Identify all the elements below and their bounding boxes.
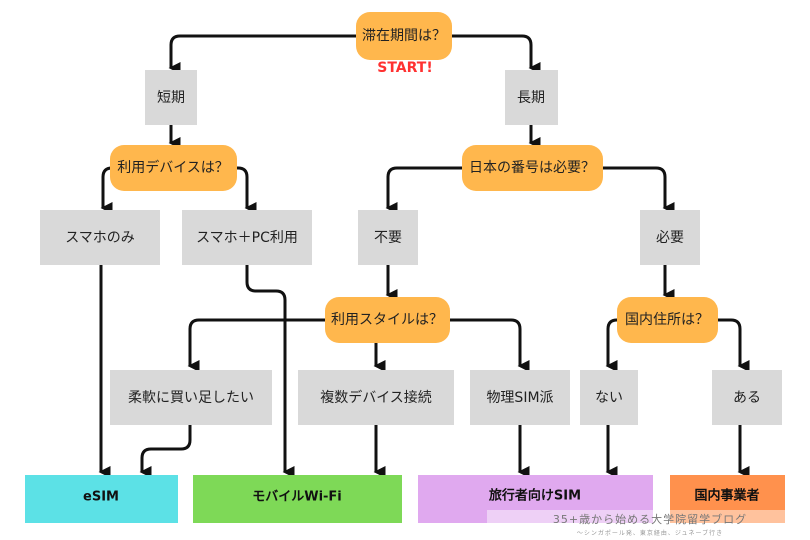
option-multi-device: 複数デバイス接続	[298, 370, 454, 425]
option-physical-sim-label: 物理SIM派	[486, 390, 553, 406]
question-style: 利用スタイルは？	[325, 297, 450, 343]
question-address: 国内住所は？	[617, 297, 718, 343]
result-travel-sim-label: 旅行者向けSIM	[489, 488, 581, 504]
option-needed: 必要	[640, 210, 700, 265]
watermark-subtitle: 〜シンガポール発、東京経由、ジュネーブ行き	[577, 529, 723, 537]
option-needed-label: 必要	[656, 230, 684, 246]
watermark: 35+歳から始める大学院留学ブログ 〜シンガポール発、東京経由、ジュネーブ行き	[487, 510, 790, 540]
question-style-label: 利用スタイルは？	[331, 312, 443, 328]
option-not-needed: 不要	[358, 210, 418, 265]
question-number-label: 日本の番号は必要？	[469, 160, 595, 176]
option-yes-label: ある	[733, 390, 761, 406]
result-esim: eSIM	[25, 475, 178, 523]
connectors	[98, 34, 750, 478]
result-wifi-label: モバイルWi-Fi	[252, 490, 342, 505]
option-short-label: 短期	[157, 90, 185, 106]
question-stay-label: 滞在期間は？	[362, 28, 446, 44]
option-flexible-label: 柔軟に買い足したい	[128, 390, 254, 406]
start-label: START!	[377, 60, 432, 76]
option-physical-sim: 物理SIM派	[470, 370, 570, 425]
option-no: ない	[580, 370, 638, 425]
result-travel-sim	[418, 475, 653, 523]
option-phone-only: スマホのみ	[40, 210, 160, 265]
question-device-label: 利用デバイスは？	[117, 159, 229, 176]
option-not-needed-label: 不要	[374, 230, 402, 246]
option-flexible: 柔軟に買い足したい	[110, 370, 272, 425]
option-yes: ある	[712, 370, 782, 425]
question-number: 日本の番号は必要？	[462, 145, 603, 191]
option-no-label: ない	[595, 390, 623, 406]
result-domestic-label: 国内事業者	[694, 488, 759, 504]
option-phone-only-label: スマホのみ	[65, 230, 135, 246]
option-short: 短期	[145, 70, 197, 125]
option-long: 長期	[505, 70, 558, 125]
option-long-label: 長期	[517, 90, 545, 106]
result-esim-label: eSIM	[83, 490, 119, 505]
result-wifi: モバイルWi-Fi	[193, 475, 402, 523]
question-stay: 滞在期間は？	[356, 12, 452, 60]
result-domestic	[670, 475, 785, 523]
watermark-title: 35+歳から始める大学院留学ブログ	[553, 512, 747, 526]
option-phone-pc: スマホ＋PC利用	[182, 210, 312, 265]
option-multi-device-label: 複数デバイス接続	[320, 389, 432, 406]
option-phone-pc-label: スマホ＋PC利用	[196, 230, 298, 246]
question-device: 利用デバイスは？	[110, 145, 237, 191]
question-address-label: 国内住所は？	[625, 312, 709, 328]
